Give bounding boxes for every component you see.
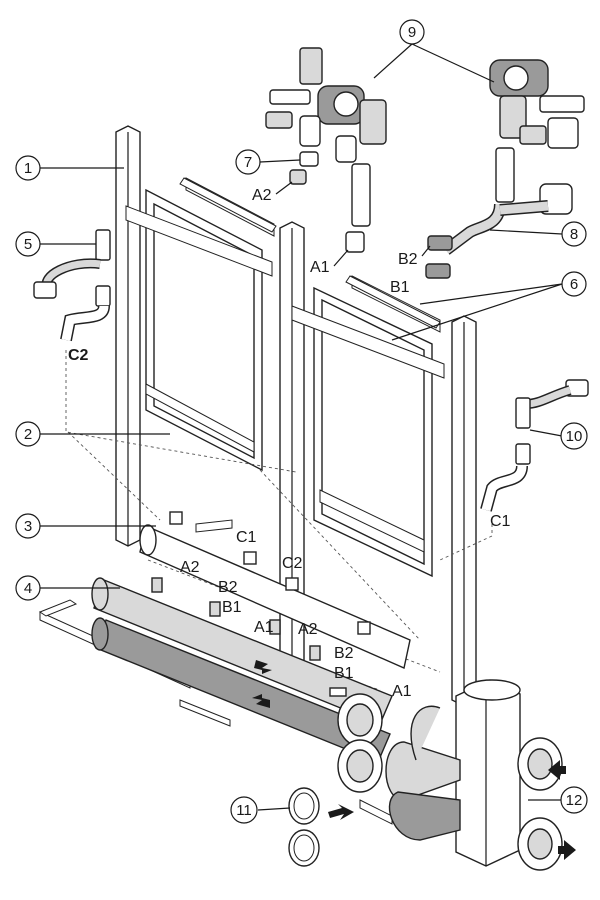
label-a2-bar2: A2 bbox=[298, 621, 318, 638]
label-a1-top: A1 bbox=[310, 259, 330, 276]
panel-frame-left bbox=[125, 177, 275, 472]
label-b2-bar2: B2 bbox=[334, 645, 354, 662]
svg-text:5: 5 bbox=[24, 236, 32, 253]
callout-7: 7 bbox=[235, 149, 261, 175]
callout-10: 10 bbox=[560, 422, 588, 450]
label-c2-left: C2 bbox=[68, 347, 89, 364]
svg-text:7: 7 bbox=[244, 154, 252, 171]
svg-text:10: 10 bbox=[566, 428, 583, 445]
label-c2-mid: C2 bbox=[282, 555, 303, 572]
callout-12: 12 bbox=[560, 786, 588, 814]
mounting-strips bbox=[179, 177, 441, 329]
fitting-parts bbox=[289, 151, 365, 253]
pump-group-left bbox=[265, 47, 387, 227]
label-a2-top: A2 bbox=[252, 187, 272, 204]
header-tubes bbox=[91, 524, 411, 763]
label-b2-bar: B2 bbox=[218, 579, 238, 596]
separator-arrows bbox=[328, 760, 576, 860]
header-flow-arrows bbox=[252, 660, 272, 708]
label-b1-bar: B1 bbox=[222, 599, 242, 616]
callout-leaders bbox=[40, 43, 563, 811]
label-c1-mid: C1 bbox=[236, 529, 257, 546]
flex-hose-left bbox=[33, 229, 111, 342]
header-stubs bbox=[151, 511, 371, 697]
callout-1: 1 bbox=[15, 155, 41, 181]
label-a2-bar: A2 bbox=[180, 559, 200, 576]
label-b1-bar2: B1 bbox=[334, 665, 354, 682]
svg-text:1: 1 bbox=[24, 160, 32, 177]
svg-text:2: 2 bbox=[24, 426, 32, 443]
svg-text:9: 9 bbox=[408, 24, 416, 41]
bypass-pipe bbox=[425, 183, 573, 279]
label-b1-top: B1 bbox=[390, 279, 410, 296]
label-c1-right: C1 bbox=[490, 513, 511, 530]
callout-4: 4 bbox=[15, 575, 41, 601]
callout-2: 2 bbox=[15, 421, 41, 447]
svg-text:6: 6 bbox=[570, 276, 578, 293]
callout-3: 3 bbox=[15, 513, 41, 539]
svg-text:4: 4 bbox=[24, 580, 32, 597]
seal-rings bbox=[288, 787, 320, 867]
svg-text:8: 8 bbox=[570, 226, 578, 243]
label-a1-flange: A1 bbox=[392, 683, 412, 700]
svg-text:11: 11 bbox=[236, 802, 252, 819]
svg-text:12: 12 bbox=[566, 792, 583, 809]
hydraulic-separator bbox=[385, 679, 563, 871]
pump-group-right bbox=[489, 59, 585, 203]
callout-9: 9 bbox=[399, 19, 425, 45]
connection-labels: A2 A1 B2 B1 C2 C1 C1 C2 A2 B2 B1 A1 A2 B… bbox=[68, 181, 511, 700]
callout-5: 5 bbox=[15, 231, 41, 257]
frame-right-upright bbox=[451, 315, 477, 707]
callout-8: 8 bbox=[561, 221, 587, 247]
panel-frame-right bbox=[291, 275, 445, 578]
frame-left-upright bbox=[115, 125, 141, 547]
label-a1-bar: A1 bbox=[254, 619, 274, 636]
svg-text:3: 3 bbox=[24, 518, 32, 535]
label-b2-top: B2 bbox=[398, 251, 418, 268]
flex-hose-right bbox=[480, 379, 589, 512]
callout-6: 6 bbox=[561, 271, 587, 297]
header-flanges bbox=[337, 693, 383, 793]
callout-11: 11 bbox=[230, 796, 258, 824]
